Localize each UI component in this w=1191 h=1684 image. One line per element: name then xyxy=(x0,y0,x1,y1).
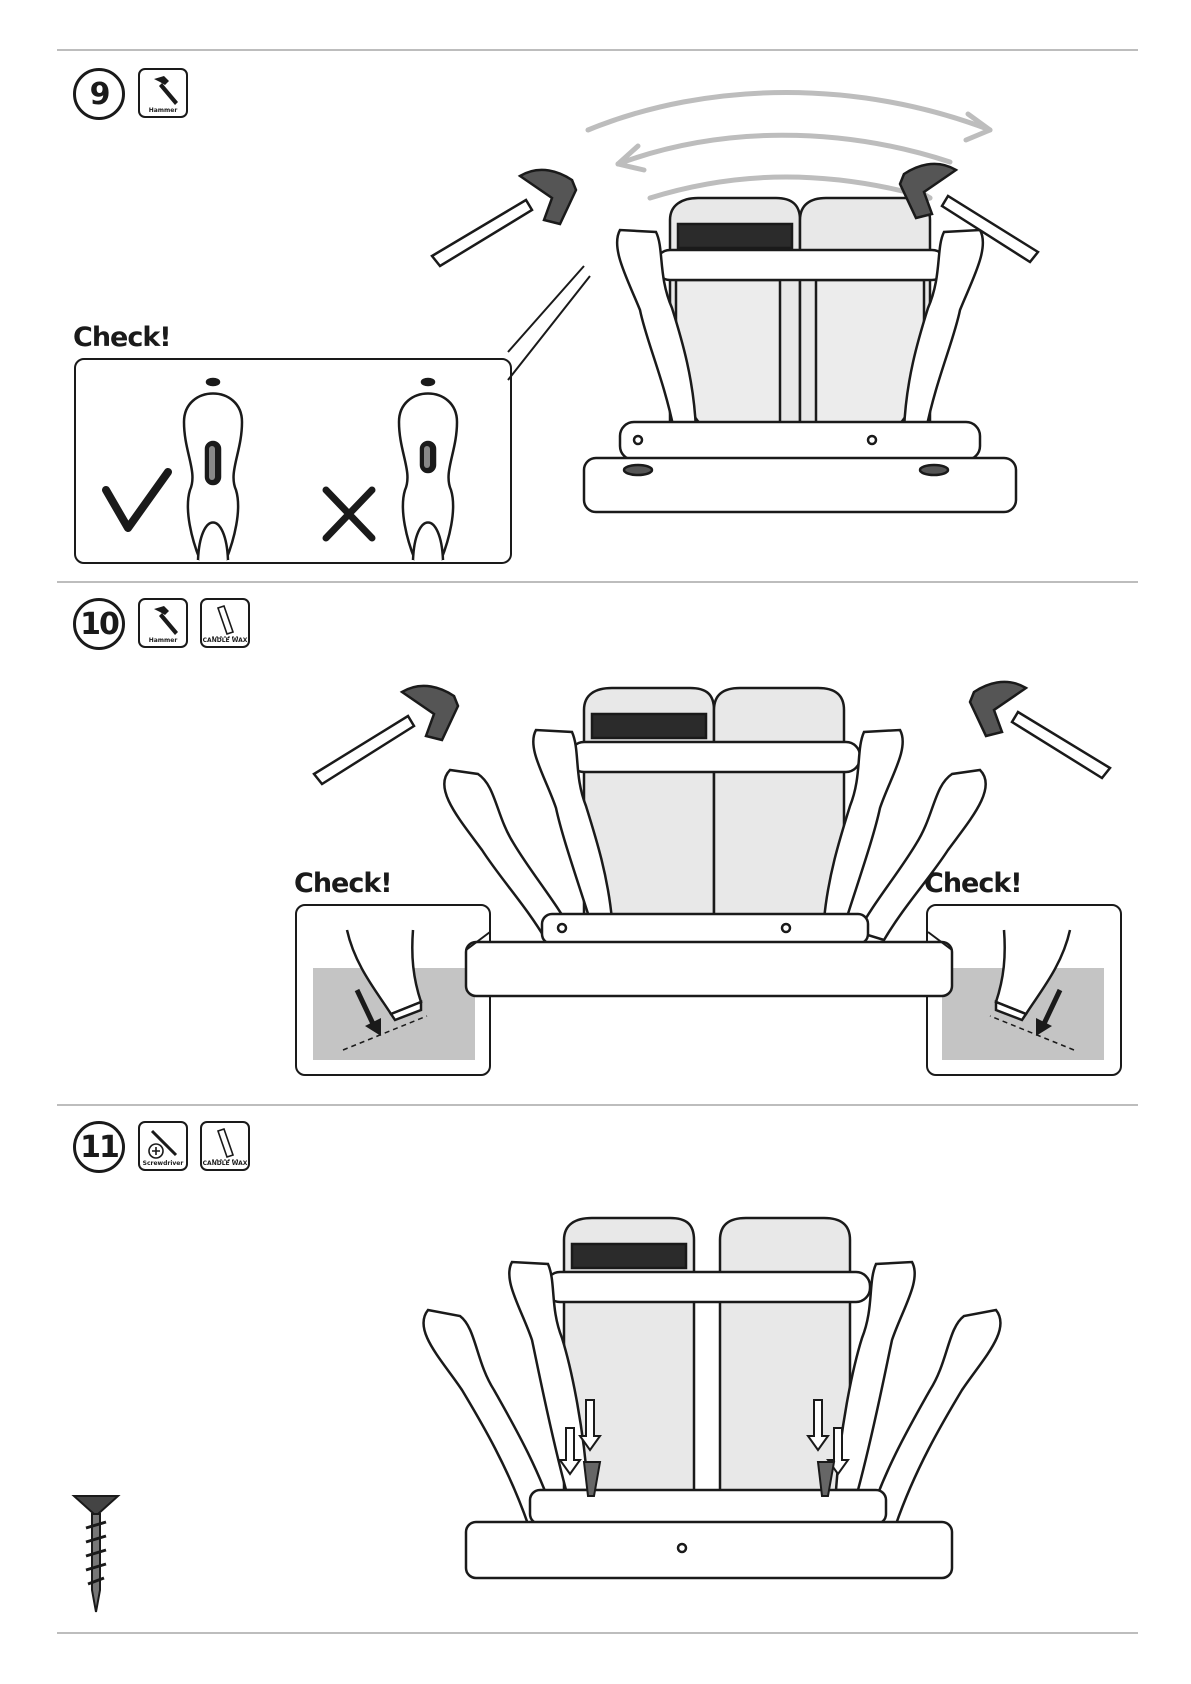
step-9-check-title: Check! xyxy=(73,322,171,353)
step-9-check-illustration xyxy=(76,360,510,562)
bottom-rule xyxy=(57,1632,1138,1634)
step-9-check-box xyxy=(74,358,512,564)
divider-10-11 xyxy=(57,1104,1138,1106)
stool-base xyxy=(466,1490,952,1578)
step-11-number: 11 xyxy=(73,1121,125,1173)
leg-top-wrong xyxy=(399,379,457,560)
tool-label-screwdriver: Screwdriver xyxy=(140,1160,186,1167)
tool-hammer-step-10: Hammer xyxy=(138,598,188,648)
hammer-left xyxy=(432,170,576,266)
tool-label-candle-wax: CANDLE WAX xyxy=(202,637,248,644)
check-mark-icon xyxy=(106,472,168,528)
tool-label-candle-wax: CANDLE WAX xyxy=(202,1160,248,1167)
step-11-illustration xyxy=(400,1200,960,1600)
tool-label-hammer: Hammer xyxy=(140,637,186,644)
hammer-right xyxy=(970,682,1110,778)
tool-label-hammer: Hammer xyxy=(140,107,186,114)
tool-screwdriver-step-11: Screwdriver xyxy=(138,1121,188,1171)
step-10-illustration xyxy=(300,670,1120,1010)
tool-candle-wax-step-11: CANDLE WAX xyxy=(200,1121,250,1171)
tool-hammer-step-9: Hammer xyxy=(138,68,188,118)
step-10-number: 10 xyxy=(73,598,125,650)
stool-base xyxy=(584,422,1016,512)
step-9-illustration xyxy=(460,80,1130,555)
divider-9-10 xyxy=(57,581,1138,583)
cross-mark-icon xyxy=(326,490,372,538)
leader-lines xyxy=(508,266,590,380)
hammer-left xyxy=(314,686,458,784)
stool-seat xyxy=(656,198,946,440)
leg-top-correct xyxy=(184,379,242,560)
top-rule xyxy=(57,49,1138,51)
stool-seat xyxy=(570,688,860,920)
step-9-number: 9 xyxy=(73,68,125,120)
screw-icon xyxy=(72,1494,122,1616)
tool-candle-wax-step-10: CANDLE WAX xyxy=(200,598,250,648)
